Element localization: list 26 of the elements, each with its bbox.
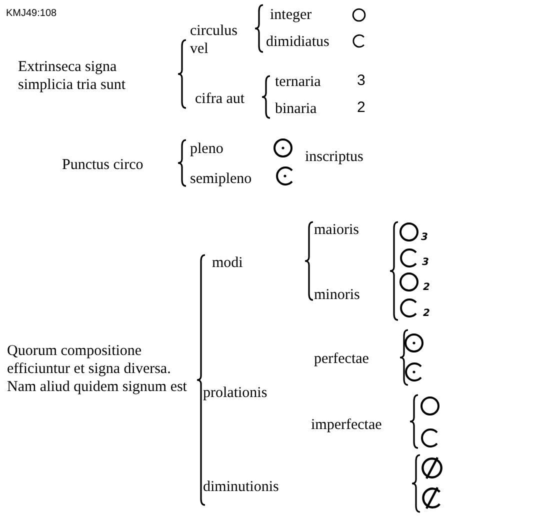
text-label: inscriptus bbox=[305, 148, 364, 166]
subscript-digit: 2 bbox=[423, 308, 430, 319]
text-label: Punctus circo bbox=[62, 156, 144, 174]
text-label: ternaria bbox=[275, 73, 321, 91]
text-label: imperfectae bbox=[311, 416, 382, 434]
subscript-digit: 2 bbox=[423, 282, 430, 293]
text-label: semipleno bbox=[190, 170, 252, 188]
text-label: binaria bbox=[275, 100, 317, 118]
text-label: diminutionis bbox=[203, 478, 279, 496]
text-label: cifra aut bbox=[195, 90, 245, 108]
text-label: dimidiatus bbox=[266, 33, 330, 51]
text-label: integer bbox=[270, 6, 312, 24]
text-label: prolationis bbox=[203, 384, 268, 402]
text-label: minoris bbox=[314, 286, 360, 304]
text-label: pleno bbox=[190, 140, 224, 158]
subscript-digit: 3 bbox=[422, 257, 429, 268]
text-label: circulus vel bbox=[190, 22, 238, 58]
text-label: Extrinseca signa simplicia tria sunt bbox=[18, 58, 126, 94]
text-label: maioris bbox=[314, 221, 359, 239]
numeral-sign: 2 bbox=[357, 99, 366, 117]
text-label: modi bbox=[212, 254, 243, 272]
text-label: perfectae bbox=[314, 350, 369, 368]
subscript-digit: 3 bbox=[421, 232, 428, 243]
source-reference: KMJ49:108 bbox=[6, 8, 57, 20]
text-label: Quorum compositione efficiuntur et signa diversa. Nam aliud quidem signum est bbox=[7, 342, 187, 396]
numeral-sign: 3 bbox=[357, 72, 366, 90]
